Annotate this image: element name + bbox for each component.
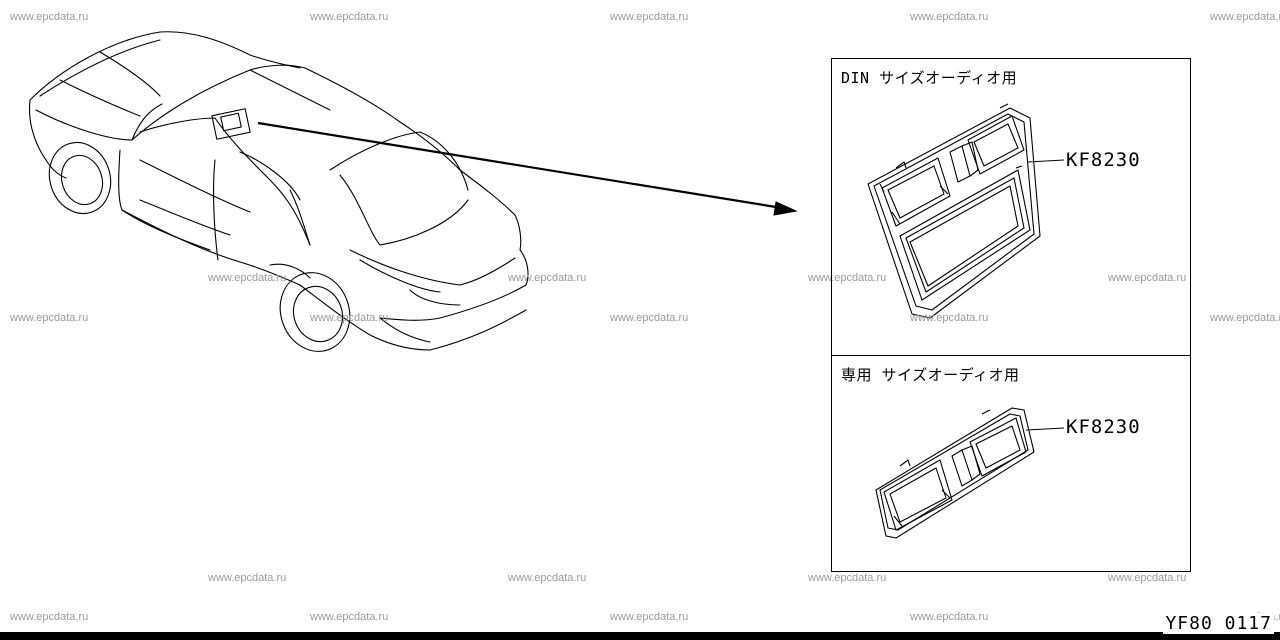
watermark: www.epcdata.ru xyxy=(310,11,389,23)
detail-panel-dedicated: 専用 サイズオーディオ用 xyxy=(831,355,1191,572)
panel-title: DIN サイズオーディオ用 xyxy=(841,69,1018,87)
watermark: www.epcdata.ru xyxy=(208,572,287,584)
watermark: www.epcdata.ru xyxy=(1108,272,1187,284)
watermark: www.epcdata.ru xyxy=(1210,11,1280,23)
footer-bar xyxy=(0,632,1280,640)
watermark: www.epcdata.ru xyxy=(808,572,887,584)
watermark: www.epcdata.ru xyxy=(610,611,689,623)
bezel-din-drawing xyxy=(867,103,1041,319)
detail-panel-din: DIN サイズオーディオ用 xyxy=(831,58,1191,356)
leader-line-din xyxy=(1027,159,1065,163)
bezel-dedicated-drawing xyxy=(875,407,1035,539)
watermark: www.epcdata.ru xyxy=(610,312,689,324)
watermark: www.epcdata.ru xyxy=(910,11,989,23)
panel-title: 専用 サイズオーディオ用 xyxy=(841,366,1020,384)
part-number-din[interactable]: KF8230 xyxy=(1066,149,1141,171)
watermark: www.epcdata.ru xyxy=(310,611,389,623)
watermark: www.epcdata.ru xyxy=(910,312,989,324)
watermark: www.epcdata.ru xyxy=(910,611,989,623)
diagram-code: YF80 0117 xyxy=(1163,613,1274,634)
watermark: www.epcdata.ru xyxy=(610,11,689,23)
watermark: www.epcdata.ru xyxy=(1108,572,1187,584)
car-illustration xyxy=(29,31,529,352)
leader-line-dedicated xyxy=(1025,427,1065,431)
part-number-dedicated[interactable]: KF8230 xyxy=(1066,416,1141,438)
watermark: www.epcdata.ru xyxy=(508,272,587,284)
watermark: www.epcdata.ru xyxy=(808,272,887,284)
watermark: www.epcdata.ru xyxy=(208,272,287,284)
leader-arrow xyxy=(257,121,798,216)
watermark: www.epcdata.ru xyxy=(310,312,389,324)
watermark: www.epcdata.ru xyxy=(1210,312,1280,324)
watermark: www.epcdata.ru xyxy=(508,572,587,584)
watermark: www.epcdata.ru xyxy=(10,312,89,324)
watermark: www.epcdata.ru xyxy=(10,611,89,623)
watermark: www.epcdata.ru xyxy=(10,11,89,23)
